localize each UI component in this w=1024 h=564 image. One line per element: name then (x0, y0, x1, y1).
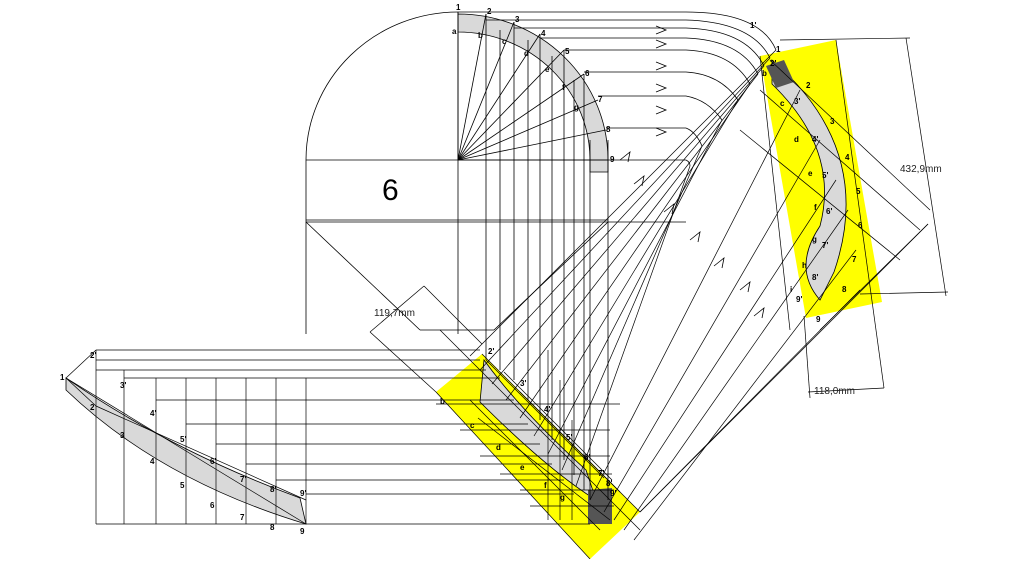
top-number: 7 (598, 95, 603, 104)
right-number: 9 (816, 315, 821, 324)
right-prime: 8' (812, 273, 818, 282)
right-number: 5 (856, 187, 861, 196)
transfer-curves (685, 11, 777, 167)
top-letter: a (452, 27, 457, 36)
arrow-marks (655, 25, 668, 137)
left-number: 2 (90, 403, 95, 412)
dimension-d3: 118,0mm (814, 386, 855, 397)
center-letter: e (520, 463, 525, 472)
right-prime: 1' (750, 21, 756, 30)
center-letter: d (496, 443, 501, 452)
right-letter: g (812, 235, 817, 244)
top-letter: d (524, 49, 529, 58)
top-letter: b (478, 31, 483, 40)
center-prime: 7' (598, 469, 604, 478)
top-view (305, 11, 686, 500)
left-number: 1 (60, 373, 65, 382)
top-letter: g (574, 103, 579, 112)
right-number: 3 (830, 117, 835, 126)
right-letter: f (814, 203, 817, 212)
left-number: 4 (150, 457, 155, 466)
center-detail (435, 350, 641, 560)
right-number: 7 (852, 255, 857, 264)
right-number: 6 (858, 221, 863, 230)
center-letter: g (560, 493, 565, 502)
center-letter: b (440, 397, 445, 406)
center-prime: 6' (584, 453, 590, 462)
top-number: 3 (515, 15, 520, 24)
right-letter: h (802, 261, 807, 270)
top-number: 5 (565, 47, 570, 56)
right-prime: 6' (826, 207, 832, 216)
view-number: 6 (382, 174, 399, 207)
left-number: 7 (240, 513, 245, 522)
left-prime: 2' (90, 351, 96, 360)
left-prime: 9' (300, 489, 306, 498)
dimension-d2: 432,9mm (900, 164, 942, 175)
top-number: 4 (541, 29, 546, 38)
left-view (65, 349, 590, 525)
right-letter: b (762, 69, 767, 78)
left-prime: 4' (150, 409, 156, 418)
right-letter: d (794, 135, 799, 144)
right-prime: 9' (796, 295, 802, 304)
left-prime: 8' (270, 485, 276, 494)
right-letter: c (780, 99, 785, 108)
right-curve-band (771, 59, 847, 301)
center-prime: 4' (544, 405, 550, 414)
top-letter: e (545, 65, 550, 74)
right-prime: 2' (770, 59, 776, 68)
left-prime: 7' (240, 475, 246, 484)
left-number: 3 (120, 431, 125, 440)
top-number: 6 (585, 69, 590, 78)
right-prime: 5' (822, 171, 828, 180)
right-number: 2 (806, 81, 811, 90)
right-dark-block (766, 60, 794, 88)
right-number: 4 (845, 153, 850, 162)
center-prime: 9' (610, 489, 616, 498)
diagonal-arrow-marks (619, 151, 765, 319)
center-prime: 5' (566, 433, 572, 442)
top-number: 2 (487, 7, 492, 16)
right-number: 8 (842, 285, 847, 294)
top-number: 8 (606, 125, 611, 134)
right-number: 1 (776, 45, 781, 54)
right-prime: 7' (822, 241, 828, 250)
top-letter: c (502, 37, 507, 46)
center-letter: f (544, 481, 547, 490)
center-prime: 8' (606, 479, 612, 488)
left-number: 9 (300, 527, 305, 536)
top-number: 1 (456, 3, 461, 12)
left-prime: 5' (180, 435, 186, 444)
left-number: 5 (180, 481, 185, 490)
dimension-d1: 119,7mm (374, 308, 415, 319)
top-letter: f (562, 83, 565, 92)
right-prime: 3' (794, 97, 800, 106)
right-prime: 4' (812, 135, 818, 144)
right-highlight (760, 40, 882, 318)
center-prime: 3' (520, 379, 526, 388)
top-number: 9 (610, 155, 615, 164)
center-letter: c (470, 421, 475, 430)
center-prime: 2' (488, 347, 494, 356)
dimension-lines (369, 37, 947, 393)
left-number: 8 (270, 523, 275, 532)
left-number: 6 (210, 501, 215, 510)
right-letter: i (790, 285, 792, 294)
left-prime: 3' (120, 381, 126, 390)
right-letter: e (808, 169, 813, 178)
left-prime: 6' (210, 457, 216, 466)
